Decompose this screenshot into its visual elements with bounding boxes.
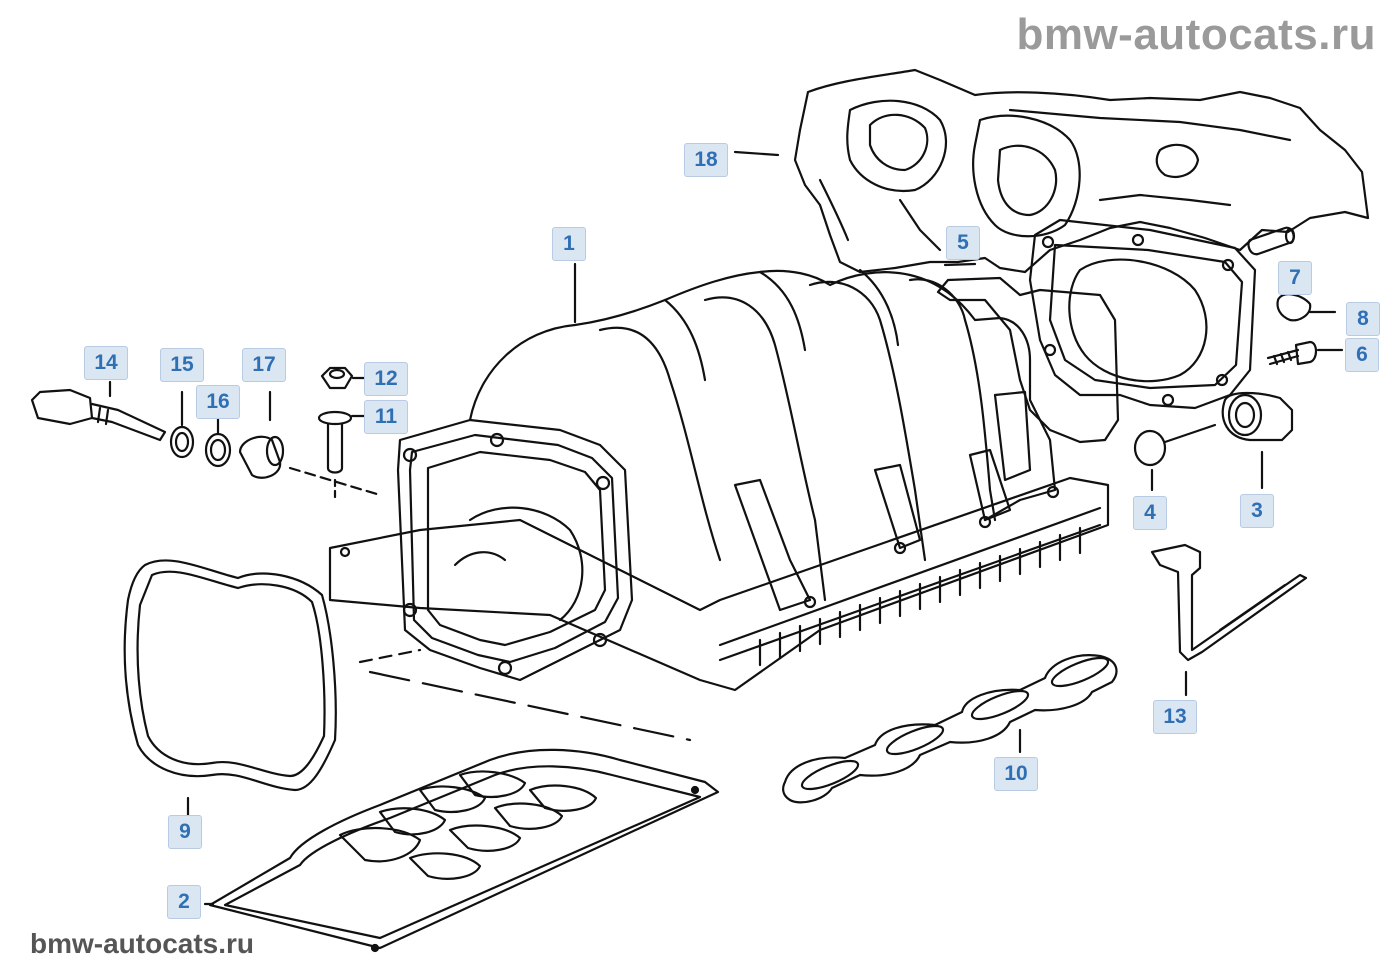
part-10-gasket-strip-drawing [782,654,1118,804]
callout-4[interactable]: 4 [1133,496,1167,530]
part-15-ring-drawing [169,390,195,459]
watermark-bottom: bmw-autocats.ru [30,928,255,959]
part-14-sensor-drawing [30,380,167,442]
callout-11[interactable]: 11 [364,400,408,434]
callout-1[interactable]: 1 [552,227,586,261]
part-5-gasket-drawing [936,276,1120,444]
part-9-gasket-drawing [123,559,692,817]
callout-16[interactable]: 16 [196,385,240,419]
callout-7[interactable]: 7 [1278,261,1312,295]
callout-6[interactable]: 6 [1345,338,1379,372]
part-17-sleeve-drawing [238,390,382,497]
callout-10[interactable]: 10 [994,757,1038,791]
callout-2[interactable]: 2 [167,885,201,919]
part-8-plug-drawing [1276,293,1337,322]
part-13-bracket-drawing [1150,543,1308,697]
watermark-top: bmw-autocats.ru [1016,10,1376,59]
part-11-stud-drawing [317,410,370,502]
part-18-cover-drawing [793,68,1370,274]
callout-8[interactable]: 8 [1346,302,1380,336]
callout-13[interactable]: 13 [1153,700,1197,734]
part-12-nut-drawing [320,366,370,390]
callout-5[interactable]: 5 [946,226,980,260]
callout-12[interactable]: 12 [364,362,408,396]
callout-9[interactable]: 9 [168,815,202,849]
part-1-manifold-drawing [328,150,1110,692]
part-6-bolt-drawing [1266,340,1344,366]
callout-18[interactable]: 18 [684,143,728,177]
callout-17[interactable]: 17 [242,348,286,382]
part-4-o-ring-drawing [1133,423,1217,492]
throttle-adapter-drawing [1028,218,1257,410]
callout-15[interactable]: 15 [160,348,204,382]
part-7-sleeve-drawing [1247,226,1296,256]
part-3-fitting-drawing [1221,391,1294,490]
callout-14[interactable]: 14 [84,346,128,380]
part-2-shroud-drawing [203,748,720,953]
callout-3[interactable]: 3 [1240,494,1274,528]
part-16-ring-drawing [204,416,232,468]
